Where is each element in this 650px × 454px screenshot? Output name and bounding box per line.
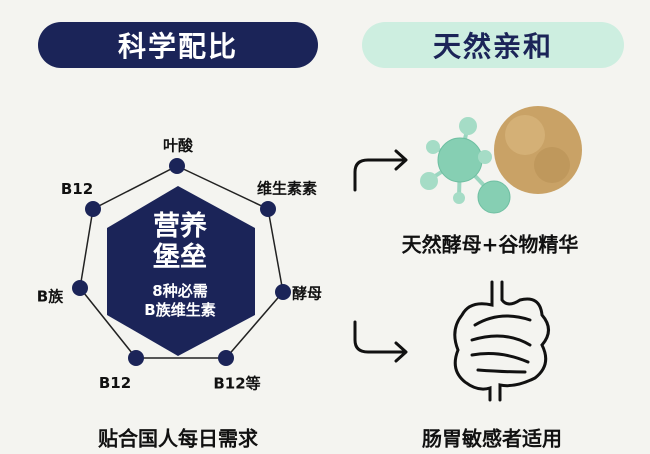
center-hexagon — [107, 186, 255, 356]
node-label-b12-top: B12 — [60, 180, 94, 198]
yeast-molecule-icon — [420, 117, 511, 214]
arrow-down-right-icon — [353, 320, 408, 363]
node-dot — [128, 350, 144, 366]
arrow-up-right-icon — [353, 149, 408, 192]
node-label-yeast: 酵母 — [291, 284, 323, 303]
heptagon-outline — [79, 165, 284, 359]
center-subtitle-line2: B族维生素 — [144, 301, 216, 319]
center-title-line2: 堡垒 — [153, 242, 207, 273]
node-dot — [169, 158, 185, 174]
center-title-line1: 营养 — [153, 211, 207, 242]
intestine-icon — [453, 280, 550, 402]
title-scientific-ratio: 科学配比 — [38, 22, 318, 68]
title-natural-affinity: 天然亲和 — [362, 22, 624, 68]
node-dot — [260, 201, 276, 217]
node-dot — [218, 350, 234, 366]
left-caption: 贴合国人每日需求 — [98, 426, 258, 451]
grain-pile-icon — [494, 106, 582, 194]
node-label-b-complex: B族 — [36, 287, 64, 306]
node-label-b12: B12 — [98, 374, 132, 392]
center-subtitle-line1: 8种必需 — [152, 282, 208, 300]
node-label-folic-acid: 叶酸 — [162, 136, 194, 155]
node-dot — [72, 280, 88, 296]
right-caption: 肠胃敏感者适用 — [422, 426, 562, 451]
node-label-b12-etc: B12等 — [213, 374, 261, 393]
node-dot — [85, 201, 101, 217]
ingredient-caption: 天然酵母+谷物精华 — [401, 232, 579, 257]
node-dot — [275, 284, 291, 300]
node-label-vitamin: 维生素素 — [256, 179, 318, 198]
